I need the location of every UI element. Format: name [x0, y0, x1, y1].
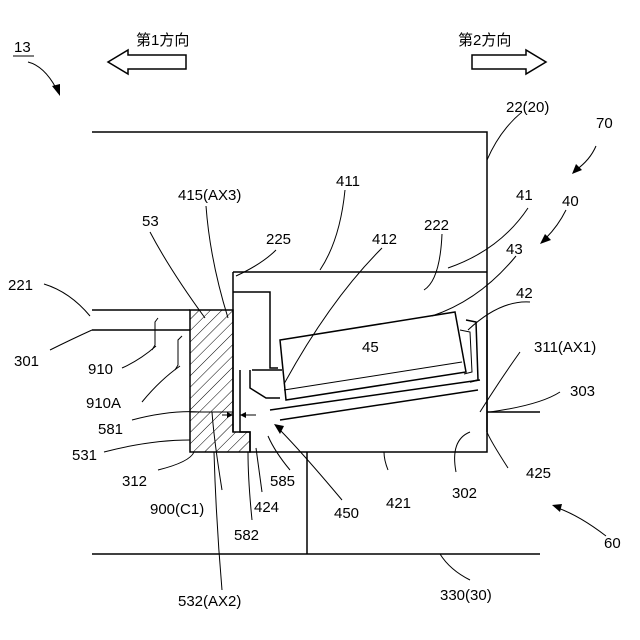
label-70: 70: [596, 115, 613, 132]
label-42: 42: [516, 285, 533, 302]
label-330-30: 330(30): [440, 587, 492, 604]
label-582: 582: [234, 527, 259, 544]
tilted-element-43: [280, 312, 466, 400]
label-60: 60: [604, 535, 621, 552]
label-900-c1: 900(C1): [150, 501, 204, 518]
label-222: 222: [424, 217, 449, 234]
label-45: 45: [362, 339, 379, 356]
label-41: 41: [516, 187, 533, 204]
label-585: 585: [270, 473, 295, 490]
label-303: 303: [570, 383, 595, 400]
label-415-ax3: 415(AX3): [178, 187, 241, 204]
first-direction-label: 第1方向: [136, 31, 189, 49]
first-direction-arrow: [108, 50, 186, 74]
label-411: 411: [336, 173, 360, 190]
label-412: 412: [372, 231, 397, 248]
label-532-ax2: 532(AX2): [178, 593, 241, 610]
label-311-ax1: 311(AX1): [534, 339, 596, 356]
second-direction-label: 第2方向: [458, 31, 511, 49]
label-302: 302: [452, 485, 477, 502]
label-225: 225: [266, 231, 291, 248]
label-40: 40: [562, 193, 579, 210]
label-450: 450: [334, 505, 359, 522]
bracket-910a: [175, 336, 182, 370]
label-424: 424: [254, 499, 279, 516]
label-53: 53: [142, 213, 159, 230]
figure-number-arrowhead: [52, 84, 60, 96]
label-22-20: 22(20): [506, 99, 549, 116]
cavity-inner-lip: [250, 370, 280, 398]
figure-number-leader: [28, 62, 56, 88]
label-43: 43: [506, 241, 523, 258]
leader-lines: [44, 112, 606, 590]
bracket-910: [152, 318, 158, 350]
second-direction-arrow: [472, 50, 546, 74]
label-301: 301: [14, 353, 39, 370]
body-inner-step: [233, 292, 278, 368]
label-910a: 910A: [86, 395, 121, 412]
gap-arrow-b: [240, 412, 246, 418]
figure-number: 13: [14, 39, 31, 56]
hatched-member-53: [190, 310, 250, 452]
label-221: 221: [8, 277, 33, 294]
label-425: 425: [526, 465, 551, 482]
label-312: 312: [122, 473, 147, 490]
label-421: 421: [386, 495, 411, 512]
label-910: 910: [88, 361, 113, 378]
label-531: 531: [72, 447, 97, 464]
label-581: 581: [98, 421, 123, 438]
